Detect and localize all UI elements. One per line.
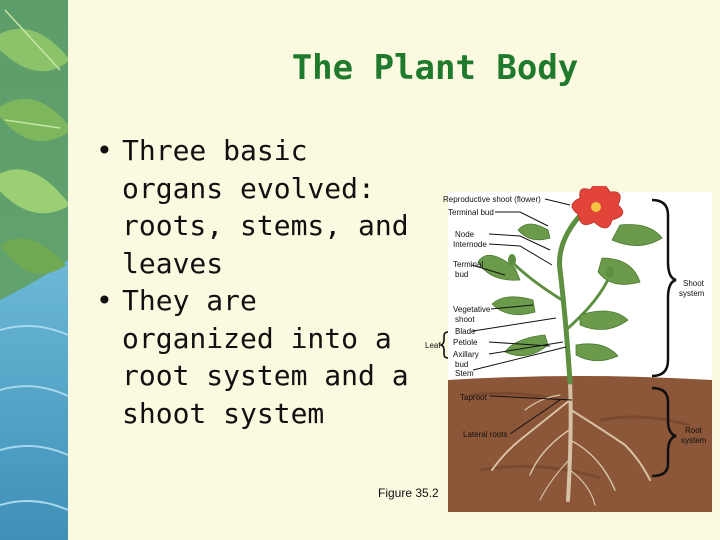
- decorative-leaf-strip: [0, 0, 68, 540]
- bullet-item: • They are organized into a root system …: [96, 282, 416, 432]
- bullet-dot: •: [96, 134, 113, 167]
- bullet-dot: •: [96, 284, 113, 317]
- soil: [448, 376, 712, 512]
- label-reproductive-shoot: Reproductive shoot (flower): [443, 195, 541, 204]
- plant-diagram: Reproductive shoot (flower) Terminal bud…: [425, 186, 712, 512]
- slide-title: The Plant Body: [291, 48, 579, 88]
- bullet-list: • Three basic organs evolved: roots, ste…: [96, 132, 416, 432]
- root-system-bracket: [651, 386, 677, 478]
- label-lateral-roots: Lateral roots: [463, 430, 507, 439]
- label-blade: Blade: [455, 327, 476, 336]
- flower-drawing: [571, 186, 624, 229]
- label-root-system-2: system: [681, 436, 707, 445]
- label-taproot: Taproot: [460, 393, 487, 402]
- label-petiole: Petiole: [453, 338, 478, 347]
- label-vegetative-shoot-2: shoot: [455, 315, 475, 324]
- root-system-drawing: [491, 380, 651, 506]
- label-axillary-2: bud: [455, 360, 468, 369]
- leaves-drawing: [477, 223, 663, 362]
- label-terminal-bud-side-1: Terminal: [453, 260, 483, 269]
- label-axillary-1: Axillary: [453, 350, 479, 359]
- bullet-item: • Three basic organs evolved: roots, ste…: [96, 132, 416, 282]
- label-stem: Stem: [455, 369, 474, 378]
- shoot-system-bracket: [651, 198, 677, 378]
- bullet-text: Three basic organs evolved: roots, stems…: [122, 134, 409, 280]
- label-vegetative-shoot-1: Vegetative: [453, 305, 491, 314]
- label-internode: Internode: [453, 240, 487, 249]
- label-shoot-system-1: Shoot: [683, 279, 705, 288]
- label-terminal-bud-side-2: bud: [455, 270, 468, 279]
- leaf-brace: [438, 331, 449, 359]
- label-node: Node: [455, 230, 475, 239]
- label-root-system-1: Root: [685, 426, 703, 435]
- label-terminal-bud-top: Terminal bud: [448, 208, 494, 217]
- label-shoot-system-2: system: [679, 289, 705, 298]
- label-leaf: Leaf: [425, 341, 441, 350]
- leader-lines: [471, 198, 573, 435]
- bullet-text: They are organized into a root system an…: [122, 284, 409, 430]
- figure-caption: Figure 35.2: [378, 486, 439, 500]
